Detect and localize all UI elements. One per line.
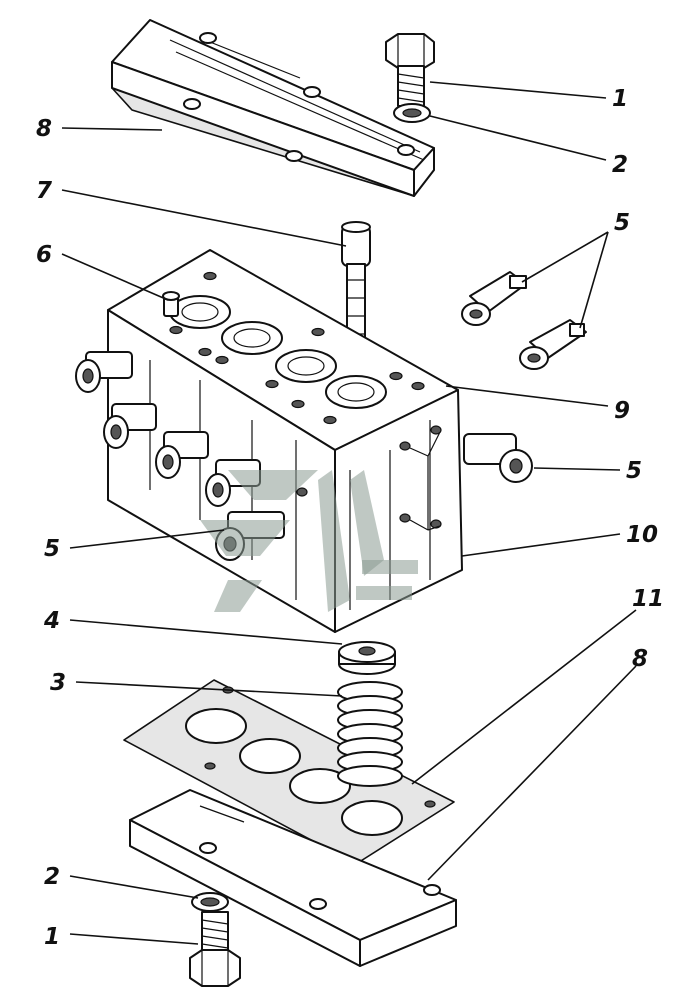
callout-10: 10 <box>626 522 658 548</box>
top-washer <box>393 103 431 123</box>
spring <box>337 681 403 787</box>
callout-4: 4 <box>43 608 60 634</box>
fitting-left-1 <box>75 351 133 393</box>
callout-9: 9 <box>614 398 630 424</box>
callout-5-right-top: 5 <box>614 210 630 236</box>
callout-7: 7 <box>36 178 52 204</box>
callout-2-top: 2 <box>612 152 628 178</box>
bottom-cover-plate <box>129 789 457 967</box>
watermark-logo <box>200 470 418 612</box>
fitting-loose-2 <box>519 319 587 370</box>
valve-body <box>107 249 463 633</box>
fitting-left-3 <box>155 431 209 479</box>
fitting-left-2 <box>103 403 157 449</box>
callout-2-bottom: 2 <box>44 864 60 890</box>
gasket <box>123 679 455 865</box>
top-cover-plate <box>111 19 435 197</box>
callout-11: 11 <box>632 586 664 612</box>
callout-1-bottom: 1 <box>44 924 60 950</box>
callout-5-right: 5 <box>626 458 642 484</box>
callout-8-top: 8 <box>36 116 52 142</box>
callout-8-bottom: 8 <box>632 646 648 672</box>
fitting-loose-1 <box>461 271 527 326</box>
callout-labels: 1 2 8 7 6 5 9 5 5 10 4 11 3 8 2 1 <box>36 86 664 950</box>
valve-seat <box>338 641 396 675</box>
callout-6: 6 <box>36 242 52 268</box>
callout-3: 3 <box>50 670 66 696</box>
fitting-right-body <box>463 433 533 483</box>
bottom-washer <box>191 892 229 912</box>
bottom-bolt <box>189 911 241 987</box>
callout-1-top: 1 <box>612 86 628 112</box>
callout-5-left: 5 <box>44 536 60 562</box>
leader-lines <box>61 81 637 945</box>
top-bolt <box>385 33 435 107</box>
